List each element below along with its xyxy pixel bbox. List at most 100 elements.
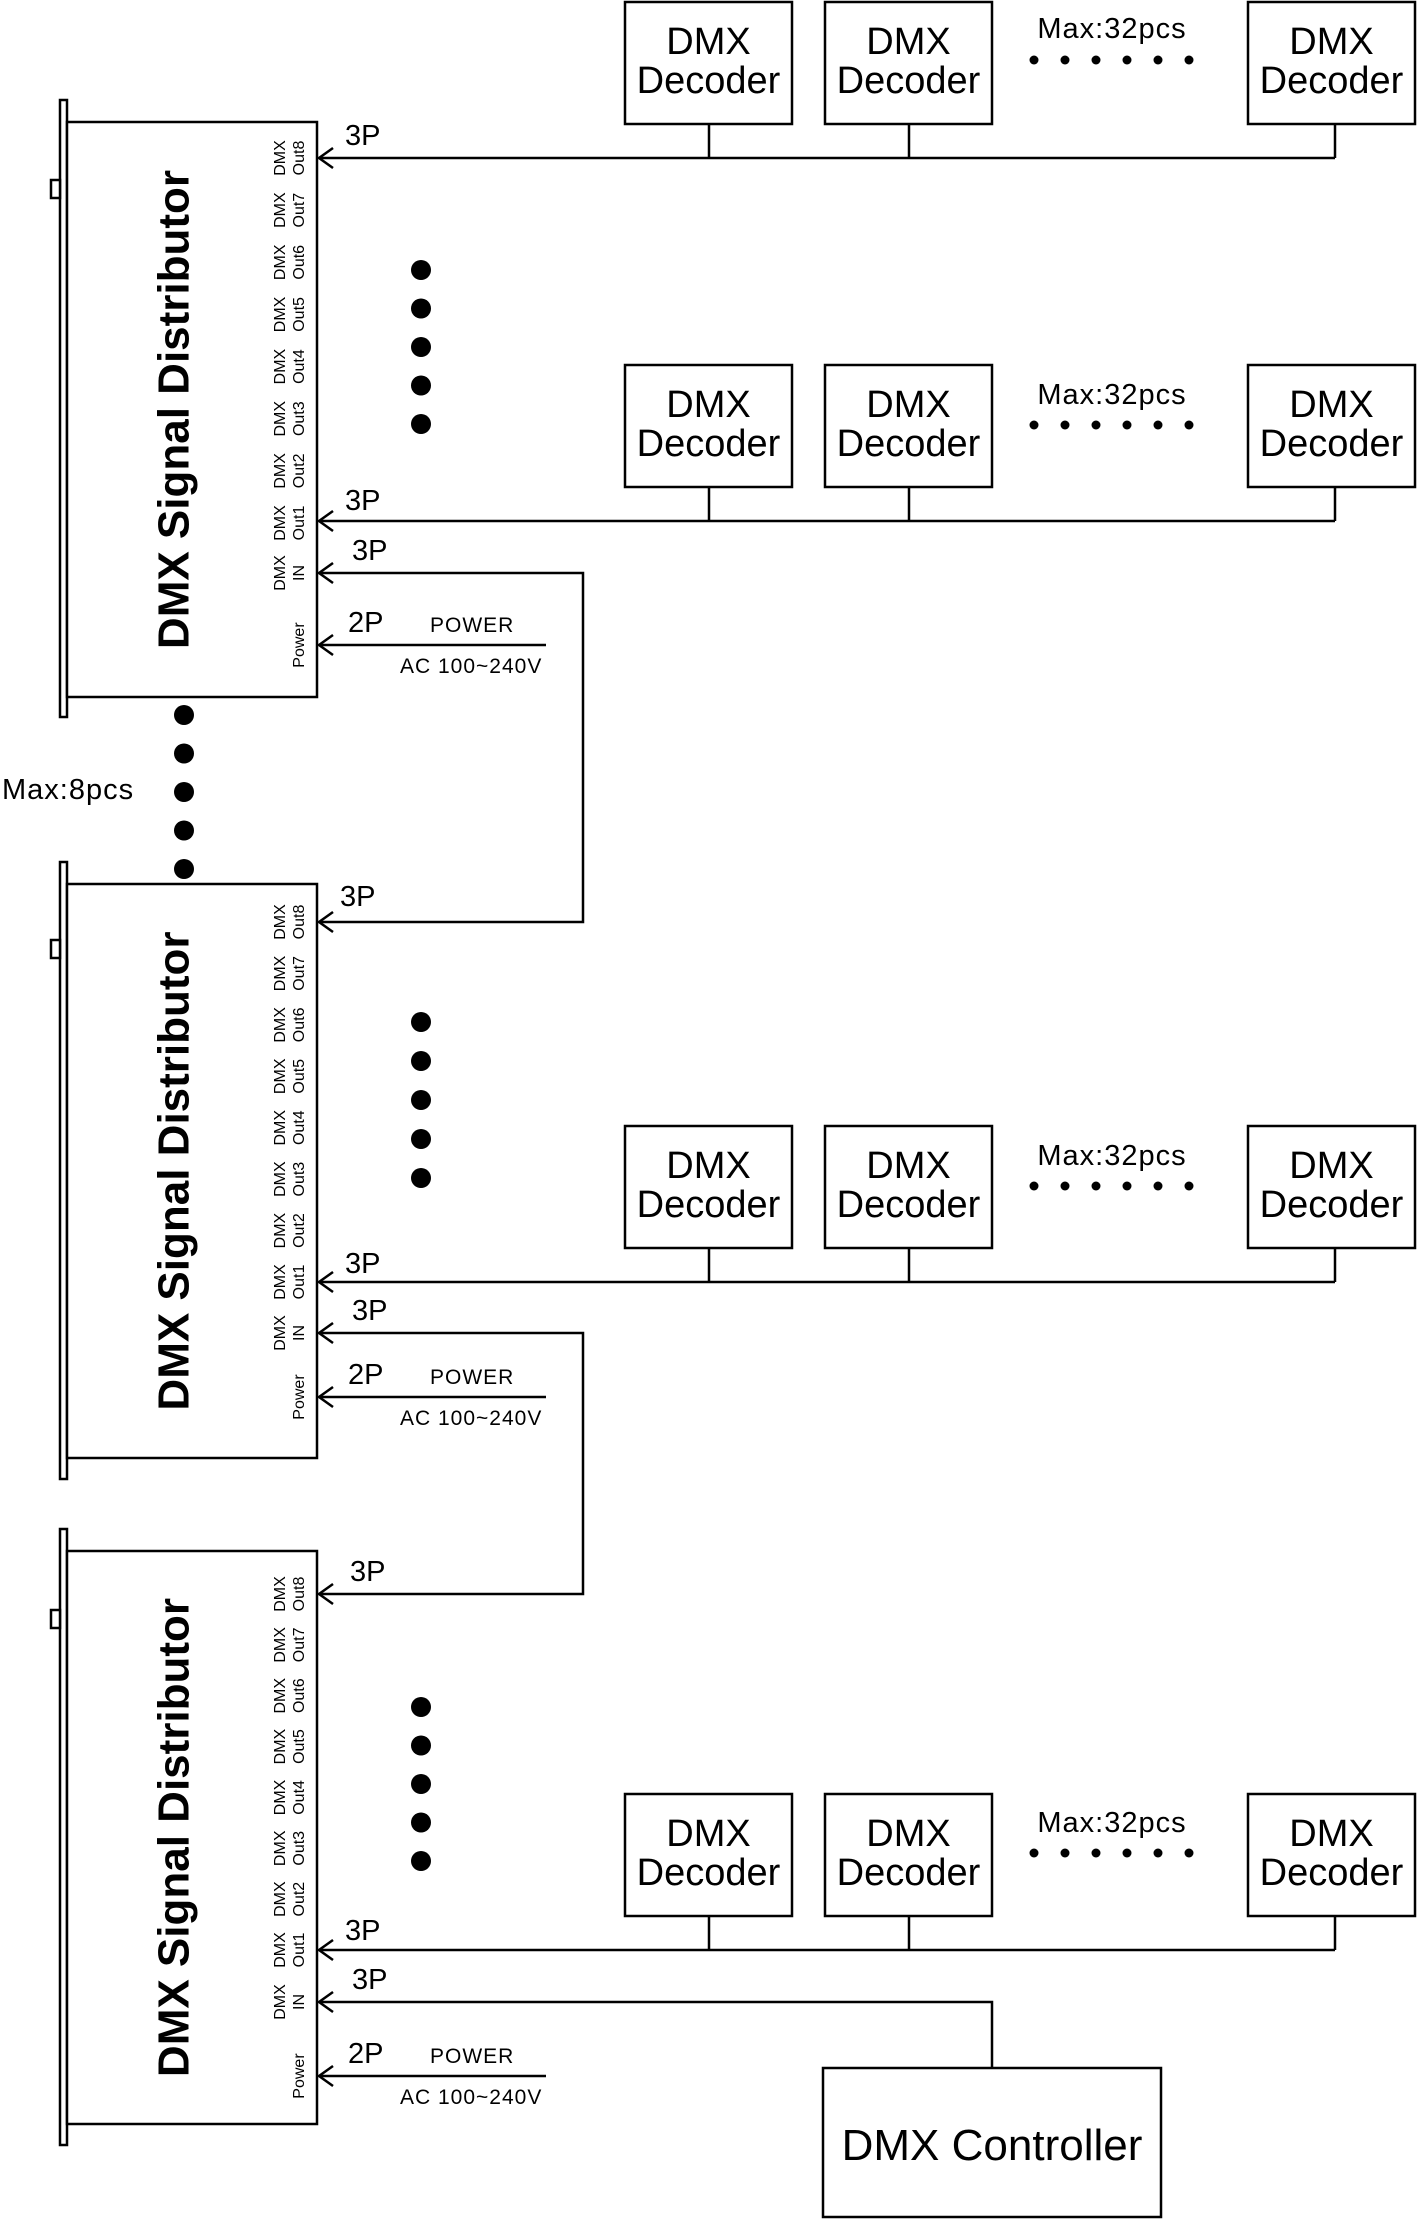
pin-count-3p: 3P [350, 1556, 385, 1588]
vertical-ellipsis [411, 1697, 431, 1871]
ac-range-label: AC 100~240V [400, 1407, 542, 1430]
max-decoders-label: Max:32pcs [1037, 1807, 1186, 1839]
distributor-body [65, 120, 319, 699]
port-label-out4: Out4 [291, 349, 308, 384]
decoder-line1: DMX [666, 384, 750, 426]
pin-count-2p: 2P [348, 1359, 383, 1391]
power-arrowhead [316, 1385, 334, 1409]
decoder-body [823, 363, 994, 489]
port-label-out6: Out6 [291, 245, 308, 280]
ellipsis-dot [174, 859, 194, 879]
port-label-out-dmx: DMX [272, 505, 289, 541]
port-label-in-dmx: DMX [272, 1984, 289, 2020]
ellipsis-dot [411, 1697, 431, 1717]
decoder-line2: Decoder [637, 1184, 781, 1226]
port-label-out-dmx: DMX [272, 1264, 289, 1300]
port-label-power: Power [291, 2053, 308, 2099]
power-label: POWER [430, 1366, 514, 1389]
pin-count-3p: 3P [345, 1915, 380, 1947]
port-label-out6: Out6 [291, 1678, 308, 1713]
port-label-out-dmx: DMX [272, 1058, 289, 1094]
decoder-line2: Decoder [837, 1184, 981, 1226]
port-label-out4: Out4 [291, 1110, 308, 1145]
port-label-out5: Out5 [291, 297, 308, 332]
port-label-out-dmx: DMX [272, 1212, 289, 1248]
port-label-out-dmx: DMX [272, 1110, 289, 1146]
max-decoders-label: Max:32pcs [1037, 1140, 1186, 1172]
ellipsis-dot [1184, 55, 1194, 65]
chain-link-1 [319, 571, 585, 924]
output-arrowhead [316, 1270, 334, 1294]
port-label-out7: Out7 [291, 956, 308, 991]
ellipsis-dot [1091, 1848, 1101, 1858]
output-arrowhead [316, 146, 334, 170]
decoder-line1: DMX [1289, 1813, 1373, 1855]
distributor-title: DMX Signal Distributor [150, 1598, 199, 2077]
ellipsis-dot [1060, 55, 1070, 65]
ellipsis-dot [411, 1051, 431, 1071]
pin-count-3p: 3P [352, 1295, 387, 1327]
port-label-out7: Out7 [291, 1627, 308, 1662]
ellipsis-dot [411, 414, 431, 434]
ellipsis-dot [411, 260, 431, 280]
port-label-out1: Out1 [291, 506, 308, 541]
pin-count-3p: 3P [352, 535, 387, 567]
port-label-in-dmx: DMX [272, 555, 289, 591]
decoder-line1: DMX [1289, 1145, 1373, 1187]
port-label-out5: Out5 [291, 1059, 308, 1094]
ellipsis-dot [174, 820, 194, 841]
ellipsis-dot [1060, 420, 1070, 430]
port-label-out2: Out2 [291, 453, 308, 488]
port-label-out1: Out1 [291, 1933, 308, 1968]
ellipsis-dot [411, 1812, 431, 1833]
pin-count-3p: 3P [340, 881, 375, 913]
port-label-out-dmx: DMX [272, 296, 289, 332]
ellipsis-dot [1184, 1181, 1194, 1191]
daisy-chain-links: 3P 3P [316, 571, 585, 1606]
power-label: POWER [430, 2045, 514, 2068]
port-label-out-dmx: DMX [272, 1728, 289, 1764]
output-arrowhead [316, 1582, 334, 1606]
vertical-ellipsis [411, 260, 431, 434]
port-label-out-dmx: DMX [272, 1932, 289, 1968]
ellipsis-dot [1060, 1848, 1070, 1858]
port-label-out6: Out6 [291, 1007, 308, 1042]
decoder-line1: DMX [1289, 21, 1373, 63]
decoder-line1: DMX [666, 1813, 750, 1855]
pin-count-2p: 2P [348, 2038, 383, 2070]
decoder-line2: Decoder [837, 423, 981, 465]
max-decoders-label: Max:32pcs [1037, 13, 1186, 45]
ellipsis-dot [411, 375, 431, 396]
decoder-body [1246, 1792, 1417, 1918]
port-label-out-dmx: DMX [272, 1678, 289, 1714]
ellipsis-dot [1060, 1181, 1070, 1191]
vertical-ellipsis [411, 1012, 431, 1188]
ellipsis-dot [1029, 420, 1039, 430]
max-decoders-label: Max:32pcs [1037, 379, 1186, 411]
port-label-out-dmx: DMX [272, 1007, 289, 1043]
decoder-line2: Decoder [1260, 1852, 1404, 1894]
power-arrowhead [316, 2064, 334, 2088]
decoder-line2: Decoder [1260, 60, 1404, 102]
port-label-out-dmx: DMX [272, 192, 289, 228]
port-label-out4: Out4 [291, 1780, 308, 1815]
ellipsis-dot [1153, 55, 1163, 65]
ellipsis-dot [1184, 1848, 1194, 1858]
ellipsis-dot [1091, 1181, 1101, 1191]
port-label-power: Power [291, 622, 308, 668]
chain-link-2 [319, 1331, 585, 1596]
port-label-out8: Out8 [291, 905, 308, 940]
ellipsis-dot [411, 1012, 431, 1032]
ellipsis-dot [1029, 1181, 1039, 1191]
